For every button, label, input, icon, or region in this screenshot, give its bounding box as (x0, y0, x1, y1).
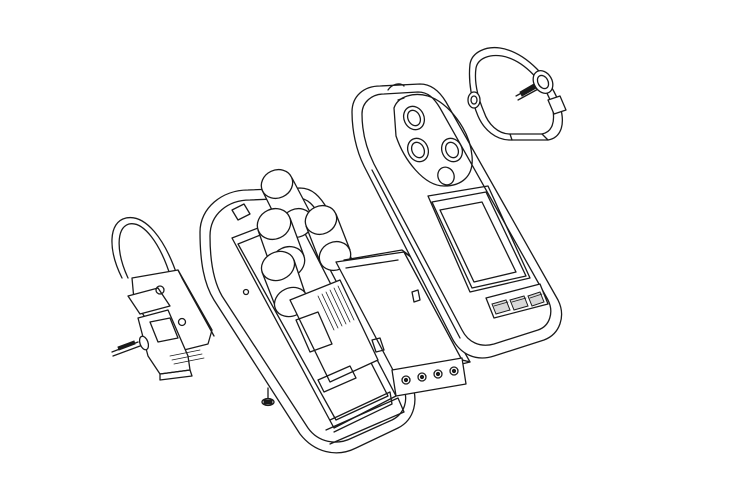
front-cover (351, 83, 563, 359)
sensor-port (440, 137, 464, 163)
screw-icon (261, 387, 275, 407)
main-housing (199, 168, 416, 454)
wire-loop (111, 216, 179, 279)
sensor-cap (467, 46, 567, 141)
belt-clip (111, 216, 215, 381)
circuit-board (289, 279, 379, 383)
sensor-port (402, 105, 426, 131)
key-button (491, 299, 511, 315)
screw-icon (515, 70, 554, 101)
display-screen (439, 201, 517, 283)
keypad (485, 283, 549, 319)
screw-icon (111, 335, 150, 357)
sensor-cylinder (260, 168, 314, 239)
battery-contacts (401, 366, 459, 385)
sensor-port (406, 137, 430, 163)
sensor-port (437, 166, 455, 186)
connector-pins (317, 283, 359, 331)
key-button (509, 295, 529, 311)
key-button (527, 291, 545, 307)
mount-hole (155, 285, 165, 295)
display-window (431, 191, 527, 289)
